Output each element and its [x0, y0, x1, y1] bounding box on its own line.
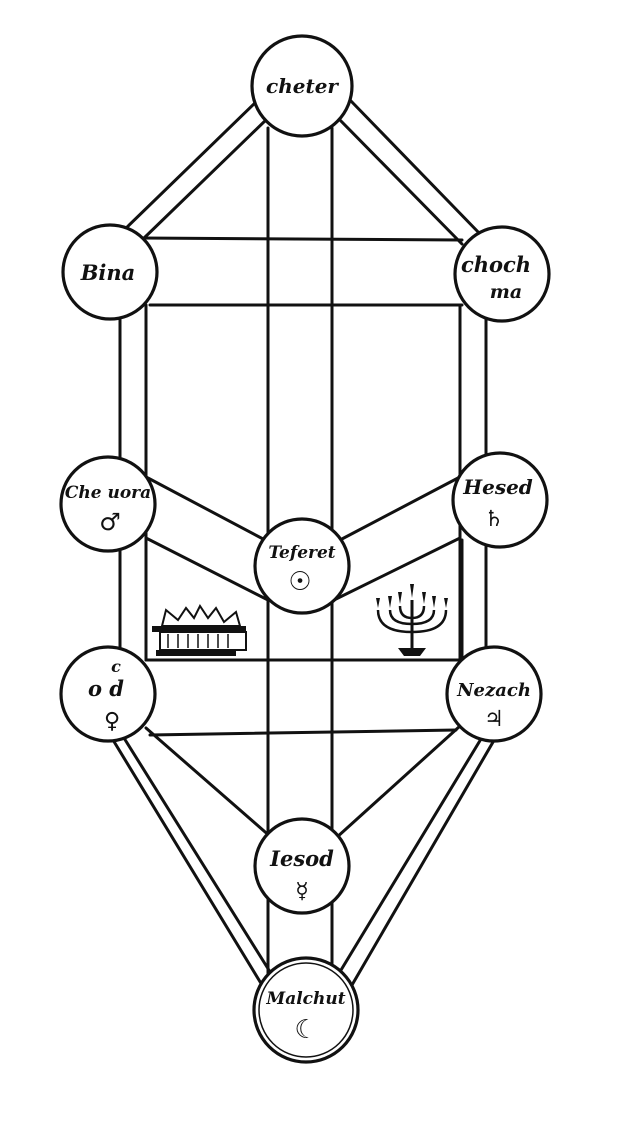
node-chokmah-label-2: ma [490, 281, 522, 303]
path-nezach-malchut-inner [336, 732, 486, 977]
node-iesod-label: Iesod [269, 846, 334, 871]
node-binah: Bina [61, 223, 159, 321]
node-chesed: Hesed ♄ [451, 451, 549, 549]
path-hod-nezach-bottom [148, 728, 458, 737]
menorah-emblem [376, 584, 448, 656]
path-hod-malchut-outer [108, 733, 264, 987]
path-nezach-malchut-outer [350, 728, 502, 987]
node-geburah: Che uora ♂ [59, 455, 157, 553]
path-chesed-tiferet-top [338, 476, 460, 542]
node-hod-label: o d [88, 676, 124, 701]
mars-icon: ♂ [99, 508, 121, 536]
node-geburah-label: Che uora [65, 483, 151, 503]
path-kether-chokmah-inner [336, 116, 464, 246]
node-hod-label-top: c [111, 657, 121, 676]
node-chesed-label: Hesed [462, 475, 533, 499]
node-nezach-label: Nezach [456, 680, 531, 701]
path-geburah-tiferet-bottom [144, 536, 270, 602]
node-kether-label: cheter [266, 74, 339, 98]
path-chesed-tiferet-bottom [332, 536, 462, 602]
node-iesod: Iesod ☿ [253, 817, 351, 915]
node-tiferet-label: Teferet [268, 543, 335, 563]
path-geburah-tiferet-top [146, 476, 267, 542]
jupiter-icon: ♃ [484, 707, 504, 732]
path-hod-malchut-inner [122, 736, 274, 977]
sun-icon: ☉ [288, 567, 311, 597]
node-malchut-label: Malchut [265, 989, 345, 1009]
node-nezach: Nezach ♃ [445, 645, 543, 743]
path-nezach-iesod [334, 724, 462, 840]
node-chokmah: choch ma [453, 225, 551, 323]
node-chokmah-label-1: choch [461, 252, 531, 277]
moon-icon: ☾ [294, 1015, 317, 1045]
node-malchut: Malchut ☾ [252, 956, 360, 1064]
saturn-icon: ♄ [484, 507, 504, 532]
node-hod: c o d ♀ [59, 645, 157, 743]
path-binah-chokmah-top [138, 236, 464, 242]
ark-emblem [152, 604, 247, 656]
path-kether-chokmah-outer [348, 98, 484, 238]
venus-icon: ♀ [104, 709, 120, 734]
node-tiferet: Teferet ☉ [253, 517, 351, 615]
mercury-icon: ☿ [295, 879, 309, 904]
path-hod-iesod [144, 726, 274, 840]
node-binah-label: Bina [80, 260, 136, 285]
path-kether-binah-outer [120, 98, 260, 234]
path-kether-binah-inner [140, 116, 270, 242]
node-kether: cheter [250, 34, 354, 138]
